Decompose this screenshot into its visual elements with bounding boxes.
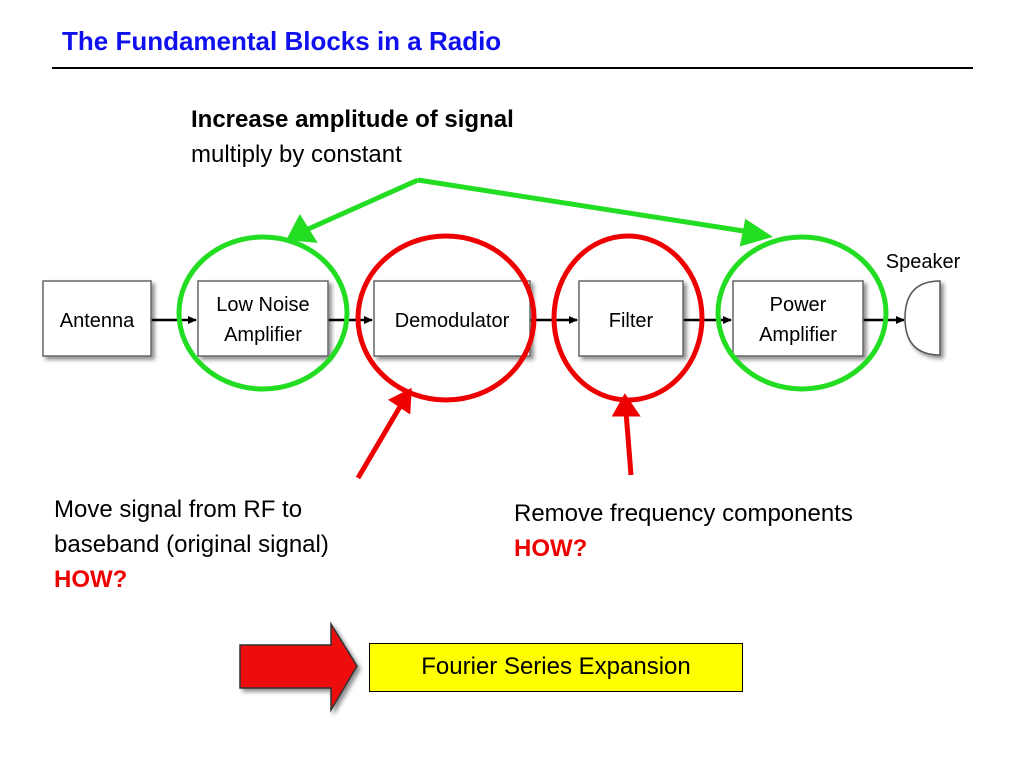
demodulator-label: Demodulator bbox=[395, 310, 510, 332]
amplitude-note-detail: multiply by constant bbox=[191, 141, 402, 168]
title-divider bbox=[52, 67, 973, 69]
fourier-series-box: Fourier Series Expansion bbox=[369, 643, 743, 692]
filter-note-line1: Remove frequency components bbox=[514, 500, 853, 527]
amplitude-note-heading: Increase amplitude of signal bbox=[191, 106, 514, 133]
right-arrow-icon bbox=[239, 621, 358, 713]
red-arrowhead-demodulator bbox=[388, 387, 412, 415]
power-amplifier-block bbox=[732, 280, 864, 357]
red-circle-demodulator bbox=[355, 233, 537, 403]
green-circle-lna bbox=[176, 234, 350, 392]
red-arrow-to-filter bbox=[623, 411, 634, 476]
amplitude-note: Increase amplitude of signal multiply by… bbox=[191, 102, 514, 172]
demodulator-note-line2: baseband (original signal) bbox=[54, 531, 329, 558]
demodulator-note: Move signal from RF to baseband (origina… bbox=[54, 492, 329, 597]
green-arrowhead-pa bbox=[739, 218, 773, 247]
demodulator-block bbox=[373, 280, 531, 357]
antenna-label: Antenna bbox=[60, 310, 135, 332]
filter-block bbox=[578, 280, 684, 357]
speaker-label: Speaker bbox=[886, 251, 961, 273]
green-arrow-to-lna bbox=[304, 177, 420, 233]
pa-label-line1: Power bbox=[770, 294, 827, 316]
red-arrow-to-demodulator bbox=[355, 403, 404, 480]
red-arrowhead-filter bbox=[611, 393, 641, 417]
lna-label-line2: Amplifier bbox=[224, 324, 302, 346]
demodulator-note-question: HOW? bbox=[54, 566, 128, 593]
filter-note-question: HOW? bbox=[514, 535, 588, 562]
green-circle-pa bbox=[715, 234, 889, 392]
speaker-icon bbox=[904, 280, 941, 356]
filter-note: Remove frequency components HOW? bbox=[514, 496, 853, 566]
low-noise-amplifier-block bbox=[197, 280, 329, 357]
pa-label-line2: Amplifier bbox=[759, 324, 837, 346]
filter-label: Filter bbox=[609, 310, 654, 332]
slide-title: The Fundamental Blocks in a Radio bbox=[62, 26, 502, 56]
green-arrowhead-lna bbox=[286, 213, 318, 243]
antenna-block bbox=[42, 280, 152, 357]
demodulator-note-line1: Move signal from RF to bbox=[54, 496, 303, 523]
green-arrow-to-pa bbox=[417, 177, 751, 235]
lna-label-line1: Low Noise bbox=[216, 294, 309, 316]
